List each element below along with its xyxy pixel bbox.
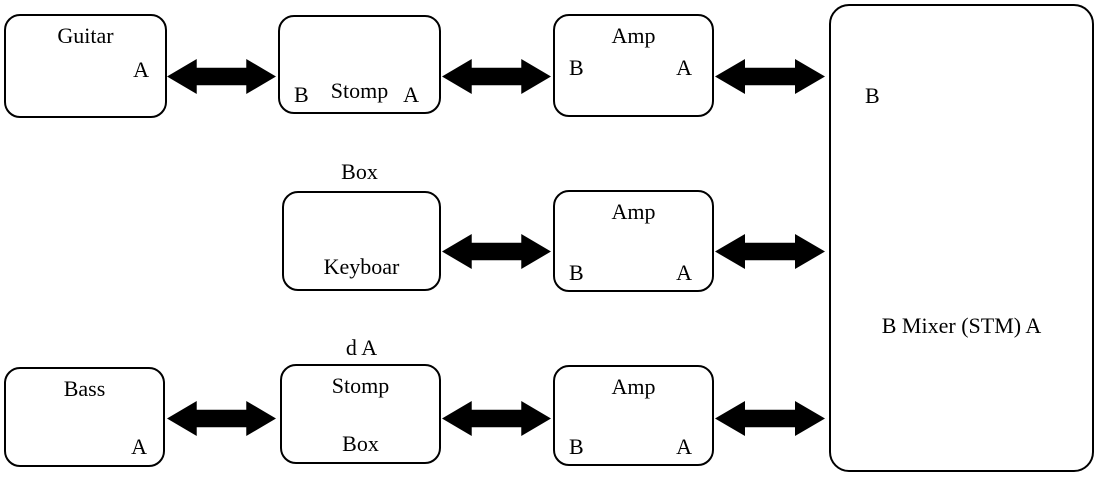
- node-keyboard: Keyboar d A: [282, 191, 441, 360]
- double-arrow-icon-guitar-stompbox: [167, 58, 276, 95]
- node-stomp-box-top: Stomp Box B A: [278, 15, 441, 184]
- node-stomp-box-top-title-line1: Stomp: [330, 78, 389, 103]
- node-bass-port-a: A: [131, 434, 147, 459]
- node-amp-top-port-b: B: [569, 55, 584, 80]
- node-amp-bottom-ports: B A: [569, 433, 692, 460]
- node-amp-top-port-a: A: [676, 55, 692, 80]
- node-guitar-title: Guitar: [57, 23, 114, 48]
- double-arrow-icon-amp-bottom-mixer: [715, 400, 825, 437]
- node-keyboard-title: Keyboar d A: [284, 199, 439, 415]
- node-stomp-box-top-port-a: A: [403, 82, 419, 107]
- double-arrow-icon-amp-top-mixer: [715, 58, 825, 95]
- node-mixer-port-b-top: B: [865, 83, 880, 108]
- double-arrow-icon-bass-stompbox: [167, 400, 276, 437]
- node-stomp-box-top-ports: B A: [294, 81, 419, 108]
- node-amp-middle: Amp B A: [553, 190, 714, 292]
- node-amp-middle-port-a: A: [676, 260, 692, 285]
- node-mixer-label: B Mixer (STM) A: [881, 313, 1042, 338]
- node-guitar: Guitar A: [4, 14, 167, 118]
- double-arrow-icon-keyboard-amp-middle: [442, 233, 551, 270]
- node-stomp-box-bottom-subtitle: Box: [342, 431, 379, 456]
- node-stomp-box-top-title: Stomp Box: [280, 23, 439, 239]
- double-arrow-icon-stompbox-amp-top: [442, 58, 551, 95]
- node-stomp-box-bottom: Stomp Box: [280, 364, 441, 464]
- double-arrow-icon-stompbox-amp-bottom: [442, 400, 551, 437]
- node-stomp-box-top-port-b: B: [294, 82, 309, 107]
- node-bass-title: Bass: [63, 376, 106, 401]
- node-amp-bottom-port-a: A: [676, 434, 692, 459]
- node-amp-bottom-title: Amp: [611, 374, 656, 399]
- node-keyboard-title-line2: d A: [345, 335, 378, 360]
- node-keyboard-title-line1: Keyboar: [323, 254, 400, 279]
- node-amp-bottom: Amp B A: [553, 365, 714, 466]
- node-amp-bottom-port-b: B: [569, 434, 584, 459]
- node-amp-middle-port-b: B: [569, 260, 584, 285]
- node-amp-middle-title: Amp: [611, 199, 656, 224]
- node-stomp-box-top-title-line2: Box: [341, 159, 378, 184]
- node-guitar-port-a: A: [133, 57, 149, 82]
- node-bass: Bass A: [4, 367, 165, 467]
- node-amp-top-title: Amp: [611, 23, 656, 48]
- node-amp-middle-ports: B A: [569, 259, 692, 286]
- node-amp-top-ports: B A: [569, 54, 692, 81]
- node-mixer: B B Mixer (STM) A: [829, 4, 1094, 472]
- node-stomp-box-bottom-title: Stomp: [331, 373, 390, 398]
- node-amp-top: Amp B A: [553, 14, 714, 117]
- double-arrow-icon-amp-middle-mixer: [715, 233, 825, 270]
